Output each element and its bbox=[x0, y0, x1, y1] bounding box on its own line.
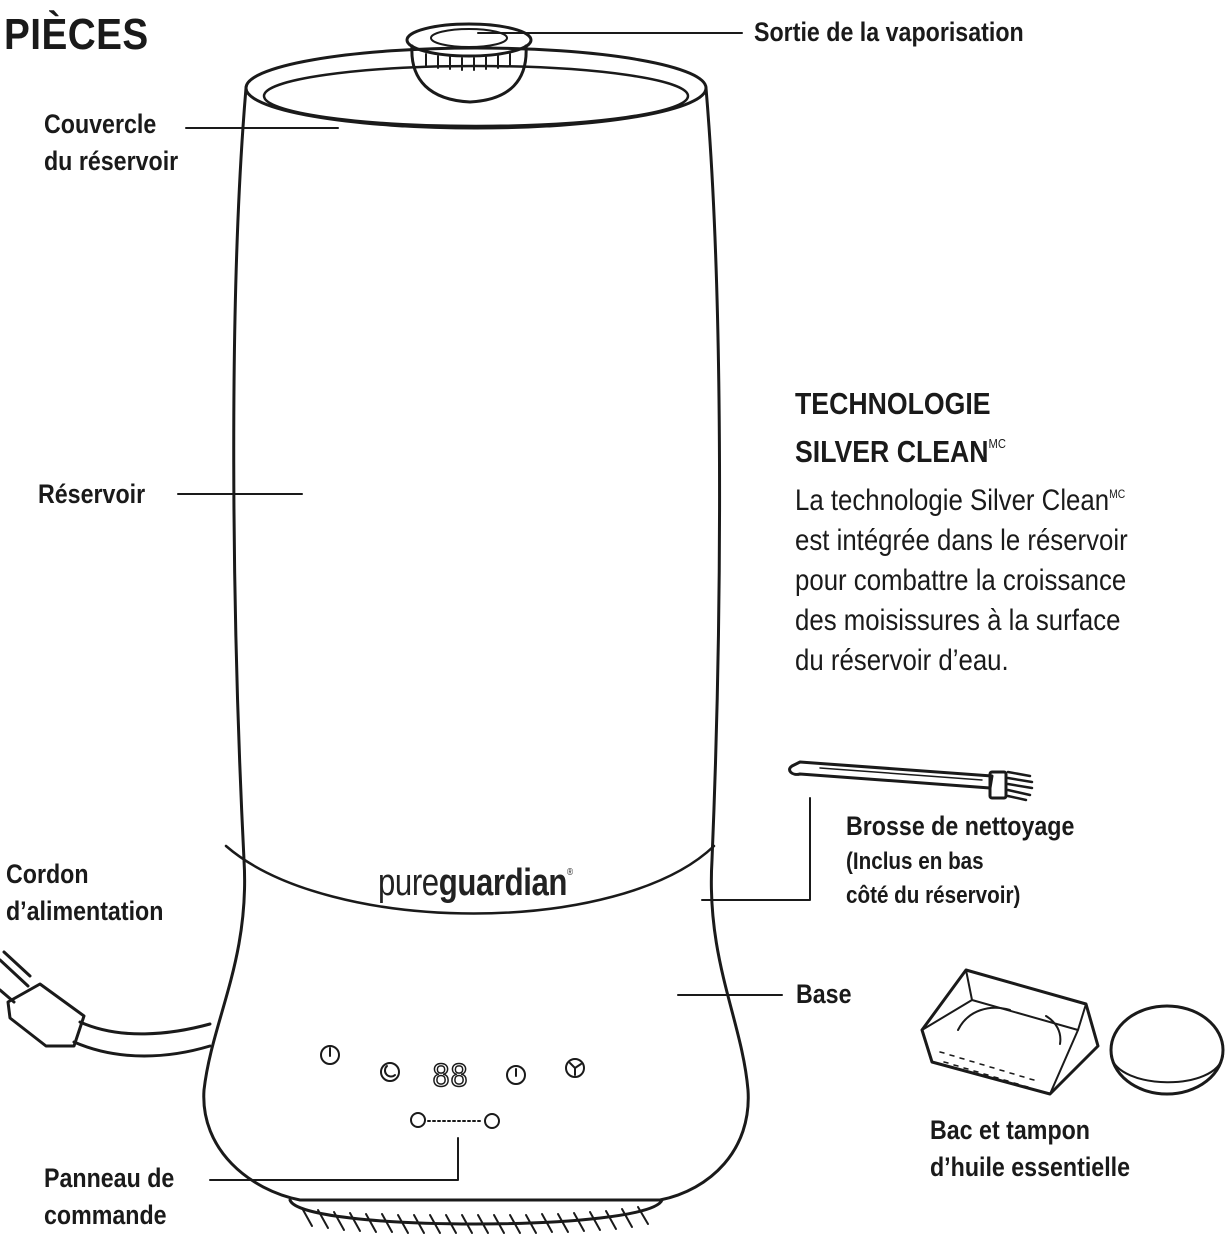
technology-body-line4: des moisissures à la surface bbox=[795, 604, 1121, 637]
label-brush-title: Brosse de nettoyage bbox=[846, 811, 1075, 841]
tank-rim bbox=[244, 46, 708, 130]
label-brush-note2: côté du réservoir) bbox=[846, 882, 1021, 909]
label-brush: Brosse de nettoyage (Inclus en bas côté … bbox=[846, 808, 1074, 913]
label-cord-line2: d’alimentation bbox=[6, 896, 164, 926]
technology-body-line3: pour combattre la croissance bbox=[795, 564, 1127, 597]
page-title: PIÈCES bbox=[4, 10, 149, 59]
label-tank: Réservoir bbox=[38, 479, 146, 509]
technology-body-line2: est intégrée dans le réservoir bbox=[795, 524, 1128, 557]
label-tray-line2: d’huile essentielle bbox=[930, 1152, 1131, 1182]
technology-body-line1: La technologie Silver CleanMC bbox=[795, 474, 1128, 521]
leader-control bbox=[209, 1137, 459, 1181]
humidifier-body bbox=[202, 46, 750, 1234]
technology-title: TECHNOLOGIE SILVER CLEANMC bbox=[795, 384, 1006, 472]
technology-description: La technologie Silver CleanMC est intégr… bbox=[795, 474, 1128, 681]
label-base: Base bbox=[796, 979, 852, 1009]
brand-logo: pureguardian® bbox=[378, 862, 573, 905]
leader-brush bbox=[701, 797, 811, 901]
technology-body-text1: La technologie Silver Clean bbox=[795, 484, 1110, 517]
tray-vents bbox=[939, 1051, 1035, 1088]
label-lid-line1: Couvercle bbox=[44, 109, 157, 139]
label-control-line2: commande bbox=[44, 1200, 167, 1230]
label-cord: Cordon d’alimentation bbox=[6, 856, 163, 930]
plug-icon bbox=[6, 982, 86, 1048]
technology-name: SILVER CLEAN bbox=[795, 434, 989, 469]
label-cord-line1: Cordon bbox=[6, 859, 89, 889]
technology-title-line1: TECHNOLOGIE bbox=[795, 386, 991, 421]
brand-part1: pure bbox=[378, 862, 439, 904]
label-brush-note1: (Inclus en bas bbox=[846, 848, 984, 875]
tank-lid bbox=[262, 64, 690, 128]
spray-nozzle bbox=[405, 22, 533, 104]
control-panel bbox=[320, 1045, 585, 1129]
sleep-mode-icon bbox=[380, 1062, 400, 1082]
technology-mark: MC bbox=[988, 436, 1006, 451]
tank-base-seam bbox=[224, 844, 716, 915]
oil-tray bbox=[920, 968, 1100, 1096]
label-tray-line1: Bac et tampon bbox=[930, 1115, 1091, 1145]
label-lid-line2: du réservoir bbox=[44, 146, 179, 176]
power-cord bbox=[0, 950, 212, 1058]
technology-title-line2: SILVER CLEANMC bbox=[795, 424, 1006, 472]
label-control-panel: Panneau de commande bbox=[44, 1160, 174, 1234]
mist-level-slider bbox=[410, 1112, 500, 1129]
brand-part2: guardian bbox=[438, 862, 568, 904]
label-lid: Couvercle du réservoir bbox=[44, 106, 178, 180]
power-icon bbox=[320, 1045, 340, 1065]
timer-icon bbox=[506, 1065, 526, 1085]
fan-icon bbox=[565, 1058, 585, 1078]
label-control-line1: Panneau de bbox=[44, 1163, 175, 1193]
label-oil-tray: Bac et tampon d’huile essentielle bbox=[930, 1112, 1130, 1186]
technology-body-line5: du réservoir d’eau. bbox=[795, 644, 1009, 677]
label-spray-outlet: Sortie de la vaporisation bbox=[754, 17, 1024, 47]
leader-lines bbox=[177, 32, 811, 1181]
oil-pad bbox=[1109, 1004, 1225, 1096]
technology-body-mark: MC bbox=[1109, 487, 1126, 501]
led-display: 88 bbox=[432, 1059, 468, 1094]
foot-grip bbox=[301, 1206, 649, 1234]
brand-mark: ® bbox=[567, 867, 573, 878]
cleaning-brush bbox=[788, 760, 1034, 802]
